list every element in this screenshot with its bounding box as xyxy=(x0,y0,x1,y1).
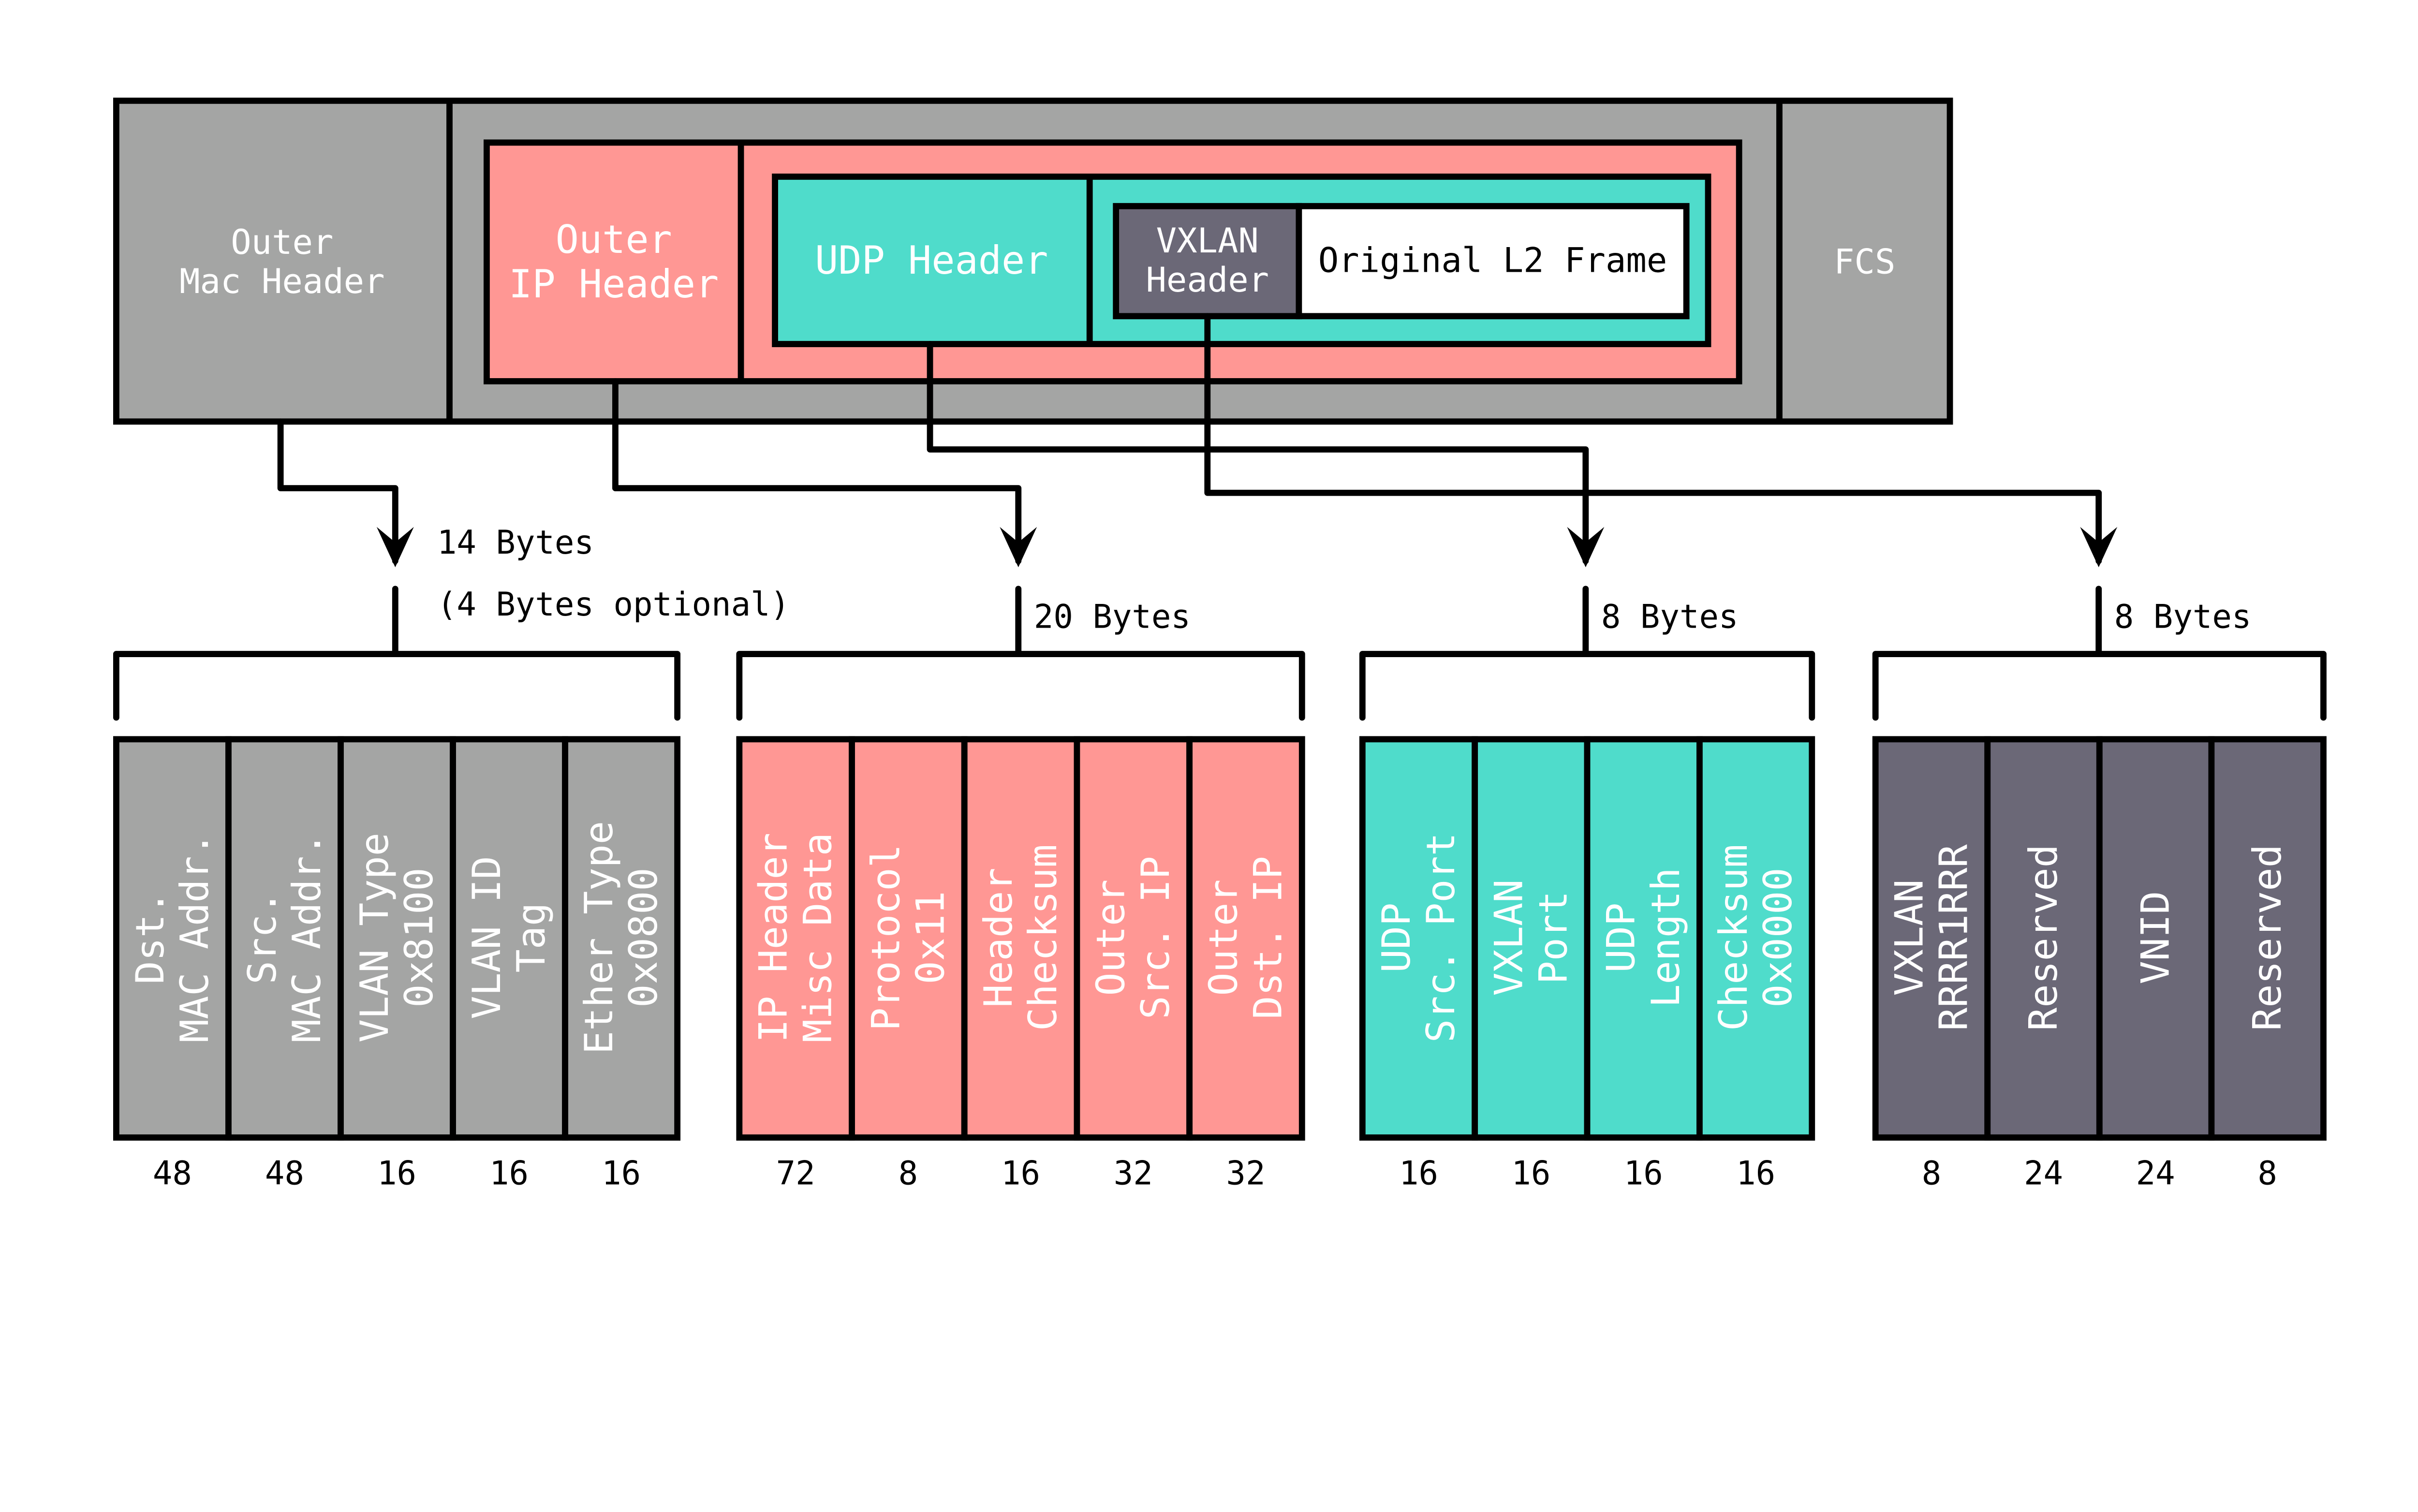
field-label: 0x8100 xyxy=(397,867,442,1007)
field-bits: 16 xyxy=(1736,1154,1775,1192)
field-label: 0x11 xyxy=(908,891,953,984)
field-box xyxy=(1186,736,1305,1141)
field-bits: 32 xyxy=(1226,1154,1265,1192)
field-box xyxy=(1472,736,1591,1141)
arrow-down-icon xyxy=(2080,527,2118,568)
bracket xyxy=(736,651,1305,721)
size-label: 8 Bytes xyxy=(1601,598,1739,636)
outer-mac-header-label: Outer xyxy=(231,222,333,262)
field-label: VLAN ID xyxy=(464,856,509,1019)
size-label: 14 Bytes xyxy=(437,524,594,561)
bracket xyxy=(1872,651,2327,721)
field-label: Src. IP xyxy=(1133,856,1178,1019)
field-bits: 16 xyxy=(1624,1154,1663,1192)
field-box xyxy=(1696,736,1815,1141)
udp-header-label: UDP Header xyxy=(815,238,1048,283)
field-label: Length xyxy=(1643,867,1688,1007)
outer-mac-header-label: Mac Header xyxy=(179,262,384,301)
field-bits: 48 xyxy=(153,1154,192,1192)
field-bits: 16 xyxy=(1001,1154,1040,1192)
field-bits: 16 xyxy=(377,1154,416,1192)
field-box xyxy=(450,736,568,1141)
field-box xyxy=(562,736,681,1141)
field-box xyxy=(1359,736,1478,1141)
field-bits: 16 xyxy=(602,1154,641,1192)
field-label: VXLAN xyxy=(1486,880,1531,996)
field-bits: 8 xyxy=(899,1154,918,1192)
size-label: (4 Bytes optional) xyxy=(437,586,790,623)
arrow-down-icon xyxy=(1567,527,1605,568)
field-label: Outer xyxy=(1089,880,1134,996)
field-bits: 24 xyxy=(2024,1154,2063,1192)
connector-line xyxy=(277,418,398,564)
field-label: UDP xyxy=(1599,903,1644,973)
field-label: Outer xyxy=(1201,880,1246,996)
field-label: Src. Port xyxy=(1418,833,1463,1042)
field-label: IP Header xyxy=(751,833,796,1042)
field-bits: 16 xyxy=(1399,1154,1438,1192)
field-box xyxy=(736,736,855,1141)
field-label: Dst. xyxy=(128,891,173,984)
field-label: Misc Data xyxy=(796,833,840,1042)
field-bits: 32 xyxy=(1114,1154,1153,1192)
field-bits: 8 xyxy=(1922,1154,1942,1192)
field-bits: 16 xyxy=(489,1154,529,1192)
outer-ip-header-label: Outer xyxy=(556,217,672,262)
field-label: UDP xyxy=(1374,903,1419,973)
field-label: MAC Addr. xyxy=(284,833,329,1042)
field-label: Header xyxy=(976,867,1021,1007)
field-label: Ether Type xyxy=(576,821,621,1054)
field-label: 0x0800 xyxy=(621,867,666,1007)
field-label: Checksum xyxy=(1020,844,1065,1031)
connector-line xyxy=(612,378,1022,564)
vxlan-header-label: Header xyxy=(1146,260,1269,300)
field-box xyxy=(1984,736,2103,1141)
field-bits: 16 xyxy=(1511,1154,1550,1192)
field-box xyxy=(1584,736,1703,1141)
field-box xyxy=(2208,736,2327,1141)
field-label: Tag xyxy=(509,903,554,973)
field-box xyxy=(1872,736,1991,1141)
field-label: VLAN Type xyxy=(352,833,397,1042)
field-label: Reserved xyxy=(2021,844,2066,1031)
field-bits: 48 xyxy=(265,1154,304,1192)
arrow-down-icon xyxy=(1000,527,1037,568)
field-box xyxy=(338,736,456,1141)
field-label: Dst. IP xyxy=(1246,856,1291,1019)
field-bits: 24 xyxy=(2136,1154,2175,1192)
field-box xyxy=(225,736,344,1141)
field-label: VXLAN xyxy=(1887,880,1931,996)
field-box xyxy=(113,736,232,1141)
vxlan-header-label: VXLAN xyxy=(1156,221,1259,261)
field-label: Reserved xyxy=(2245,844,2290,1031)
bracket xyxy=(1359,651,1815,721)
bracket xyxy=(113,651,681,721)
connector-line xyxy=(1204,313,2102,564)
outer-ip-header-label: IP Header xyxy=(509,262,719,307)
field-label: MAC Addr. xyxy=(172,833,217,1042)
field-label: Port xyxy=(1531,891,1576,984)
connector-line xyxy=(927,341,1589,564)
original-l2-frame-box xyxy=(1296,203,1690,320)
field-bits: 8 xyxy=(2257,1154,2277,1192)
field-label: Checksum xyxy=(1711,844,1756,1031)
field-box xyxy=(961,736,1080,1141)
field-label: Src. xyxy=(240,891,285,984)
field-label: Protocol xyxy=(863,844,908,1031)
field-label: VNID xyxy=(2133,891,2178,984)
arrow-down-icon xyxy=(376,527,414,568)
original-l2-frame-label: Original L2 Frame xyxy=(1318,240,1667,280)
size-label: 8 Bytes xyxy=(2114,598,2252,636)
field-bits: 72 xyxy=(776,1154,815,1192)
size-label: 20 Bytes xyxy=(1034,598,1191,636)
field-label: RRRR1RRR xyxy=(1931,844,1976,1031)
field-label: 0x0000 xyxy=(1755,867,1800,1007)
fcs-label: FCS xyxy=(1834,242,1895,282)
